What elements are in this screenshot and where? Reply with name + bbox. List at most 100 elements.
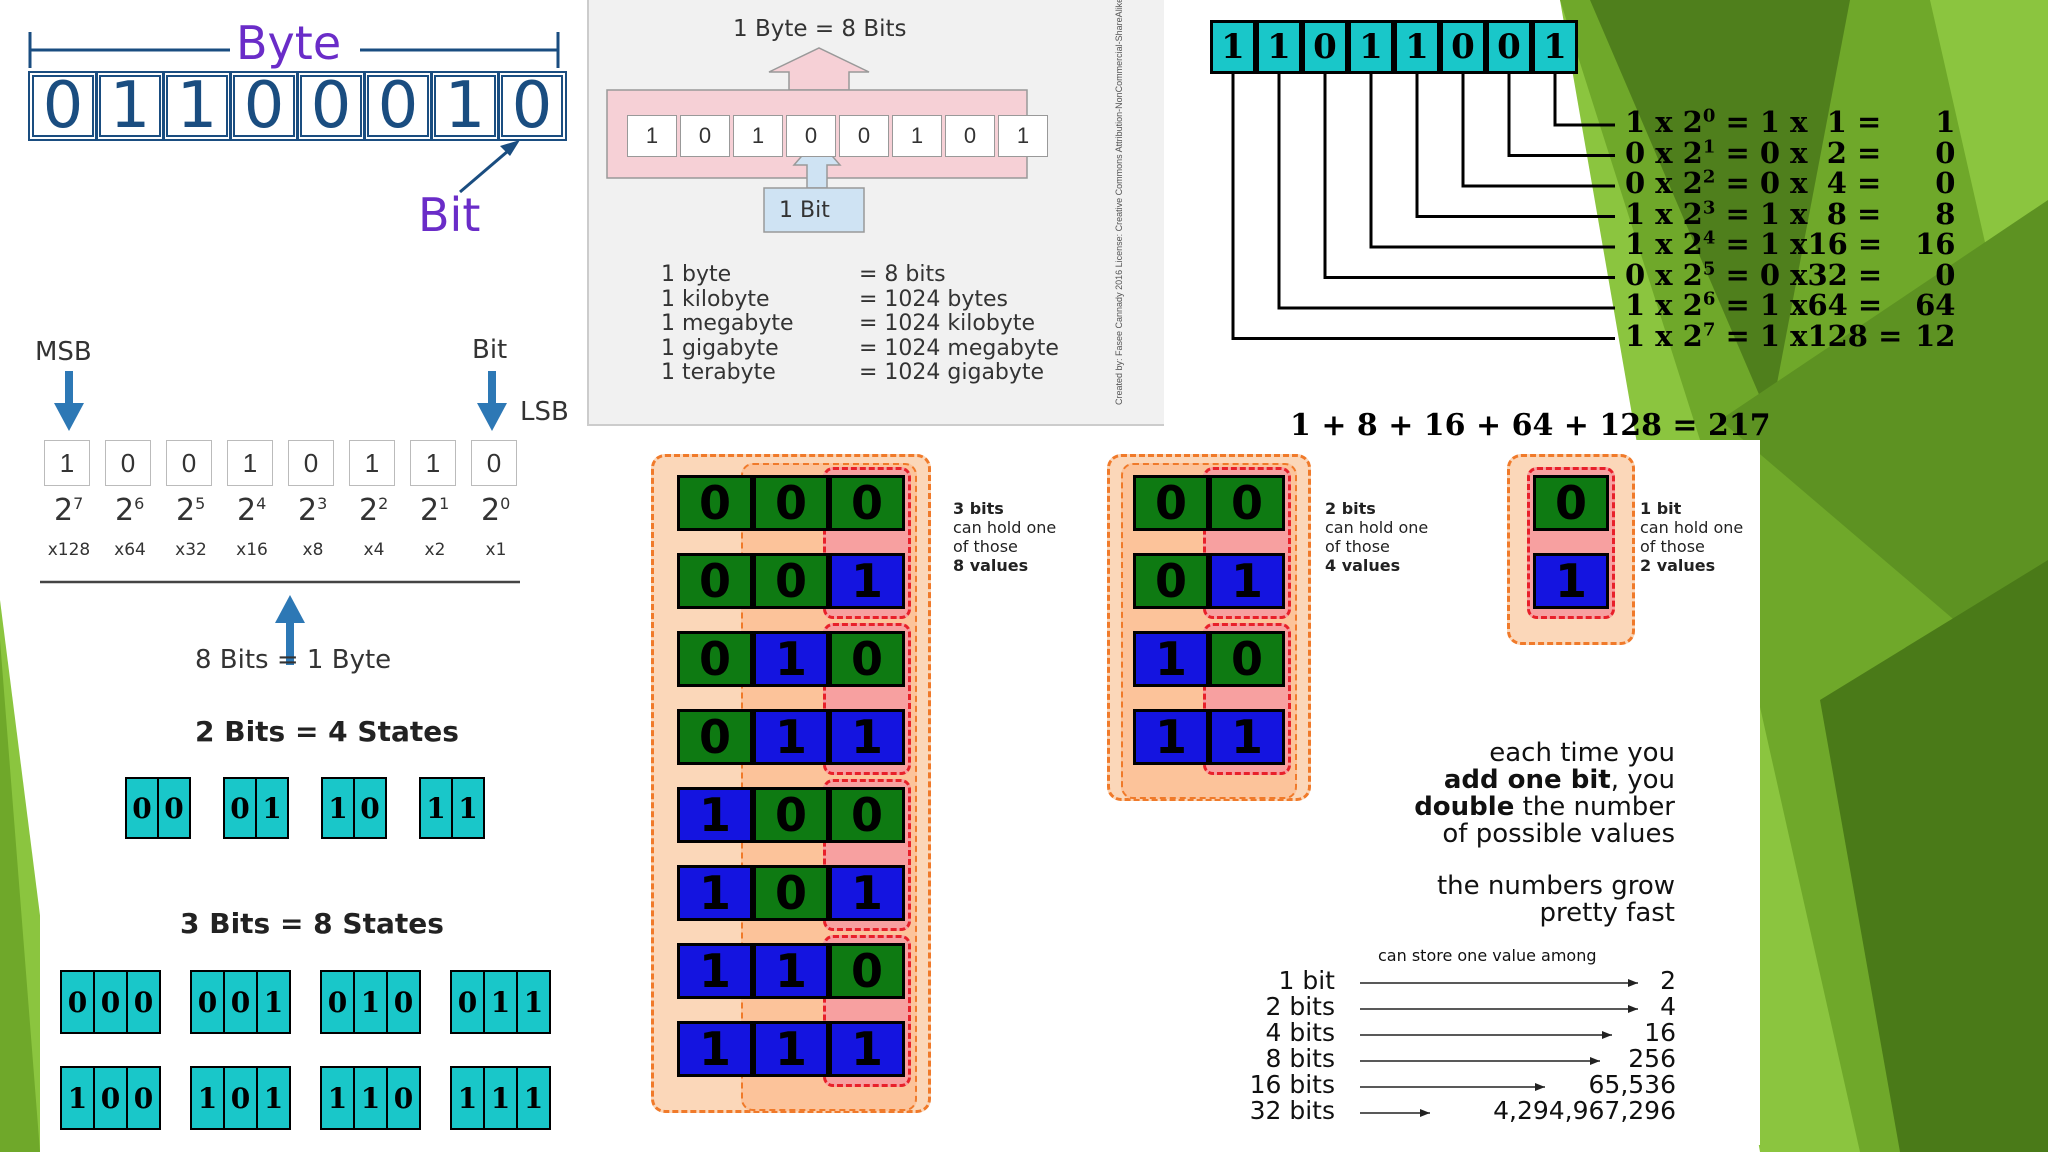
power-exponent: 0 — [500, 494, 511, 513]
value-bit: 0 — [829, 631, 905, 687]
eq-equals-bit: = 1 x — [1715, 227, 1808, 261]
value-bit: 1 — [677, 865, 753, 921]
byte-bit: 0 — [28, 69, 98, 143]
power-of-two: 23 — [298, 493, 327, 528]
eq-bit-base: 1 x 2 — [1625, 227, 1703, 261]
state-bit: 1 — [190, 1066, 225, 1130]
msb-bit: 1 — [44, 440, 90, 486]
eq-bit-base: 1 x 2 — [1625, 288, 1703, 322]
conversion-leader-line — [1507, 74, 1615, 157]
eq-equals-bit: = 1 x — [1715, 105, 1808, 139]
conversion-leader-lines — [1231, 74, 1615, 340]
eq-exponent: 6 — [1702, 288, 1716, 310]
growth-line-3: double the number — [1300, 794, 1675, 821]
eq-equals-bit: = 1 x — [1715, 318, 1808, 353]
value-group-label-line: 1 bit — [1640, 499, 1682, 518]
state-bit: 0 — [353, 777, 387, 839]
value-bit: 0 — [677, 631, 753, 687]
conversion-bit: 0 — [1486, 20, 1532, 74]
value-group-label-line: 2 bits — [1325, 499, 1376, 518]
value-bit: 1 — [1209, 553, 1285, 609]
growth-row-value: 16 — [1644, 1018, 1676, 1047]
msb-bit: 0 — [166, 440, 212, 486]
value-bit: 1 — [677, 787, 753, 843]
growth-line-3-rest: the number — [1514, 792, 1675, 822]
units-bit: 1 — [733, 115, 783, 157]
place-multiplier: x16 — [236, 540, 268, 560]
state-bit: 1 — [450, 1066, 485, 1130]
value-bit: 1 — [753, 1021, 829, 1077]
eq-bit-base: 1 x 2 — [1625, 196, 1703, 231]
state-bit: 1 — [353, 1066, 388, 1130]
state-bit: 0 — [126, 970, 161, 1034]
units-row-value: = 1024 megabyte — [859, 335, 1059, 361]
conversion-leader-line — [1461, 74, 1615, 188]
power-exponent: 5 — [195, 494, 206, 513]
conversion-equation-row: 1 x 27 = 1 x128 = 12 — [1625, 319, 1955, 353]
power-of-two: 25 — [176, 493, 205, 528]
conversion-leader-line — [1323, 74, 1615, 279]
value-bit: 1 — [753, 631, 829, 687]
growth-row-bits: 16 bits — [1249, 1070, 1335, 1099]
value-bit: 1 — [677, 1021, 753, 1077]
power-exponent: 1 — [439, 494, 450, 513]
growth-row-arrow — [1360, 1031, 1612, 1039]
growth-row-bits: 4 bits — [1265, 1018, 1336, 1047]
units-bit: 0 — [786, 115, 836, 157]
eq-exponent: 2 — [1702, 166, 1716, 188]
power-exponent: 4 — [256, 494, 267, 513]
growth-line-3-bold: double — [1414, 792, 1515, 822]
growth-row-arrow — [1360, 1057, 1600, 1065]
state-bit: 0 — [93, 1066, 128, 1130]
panel-msb-lsb-states: MSB Bit LSB 8 Bits = 1 Byte 2 Bits = 4 S… — [35, 325, 580, 1152]
power-of-two: 27 — [54, 493, 83, 528]
eq-equals-bit: = 0 x — [1715, 166, 1808, 200]
power-base: 2 — [298, 493, 318, 528]
state-bit: 1 — [321, 777, 355, 839]
place-multiplier: x8 — [302, 540, 324, 560]
state-bit: 1 — [256, 1066, 291, 1130]
lsb-label: LSB — [520, 397, 569, 427]
value-bit: 1 — [753, 943, 829, 999]
place-multiplier: x4 — [363, 540, 385, 560]
state-bit: 0 — [450, 970, 485, 1034]
units-row-value: = 1024 kilobyte — [859, 311, 1035, 336]
units-row-value: = 8 bits — [859, 262, 946, 287]
conversion-leader-line — [1369, 74, 1615, 249]
msb-label: MSB — [35, 337, 92, 367]
value-bit: 1 — [677, 943, 753, 999]
value-group-label-line: 8 values — [953, 556, 1029, 575]
conversion-leader-line — [1553, 74, 1615, 127]
state-bit: 0 — [223, 777, 257, 839]
state-bit: 0 — [60, 970, 95, 1034]
state-bit: 1 — [60, 1066, 95, 1130]
growth-line-5: the numbers grow — [1436, 871, 1675, 901]
growth-line-6: pretty fast — [1539, 898, 1675, 928]
place-multiplier: x64 — [114, 540, 146, 560]
value-bit: 1 — [829, 1021, 905, 1077]
units-bit: 1 — [892, 115, 942, 157]
value-bit: 1 — [829, 865, 905, 921]
value-group-label-line: can hold one — [1640, 518, 1744, 537]
state-bit: 0 — [386, 970, 421, 1034]
growth-row-value: 4,294,967,296 — [1493, 1096, 1676, 1125]
msb-arrows — [40, 371, 520, 665]
conversion-bit: 1 — [1348, 20, 1394, 74]
power-base: 2 — [115, 493, 135, 528]
eq-exponent: 1 — [1702, 135, 1716, 157]
value-bit: 0 — [1133, 553, 1209, 609]
license-credit: Created by: Fasee Cannady 2016 License: … — [1114, 0, 1124, 405]
value-group-label-line: of those — [1325, 537, 1390, 556]
eq-place-value: 2 = — [1826, 135, 1892, 170]
eq-equals-bit: = 1 x — [1715, 196, 1808, 231]
growth-line-2-rest: , you — [1610, 765, 1675, 795]
msb-bit: 0 — [288, 440, 334, 486]
byte-label: Byte — [236, 16, 342, 70]
value-bit: 1 — [1133, 631, 1209, 687]
conversion-bit: 1 — [1210, 20, 1256, 74]
value-bit: 0 — [677, 709, 753, 765]
